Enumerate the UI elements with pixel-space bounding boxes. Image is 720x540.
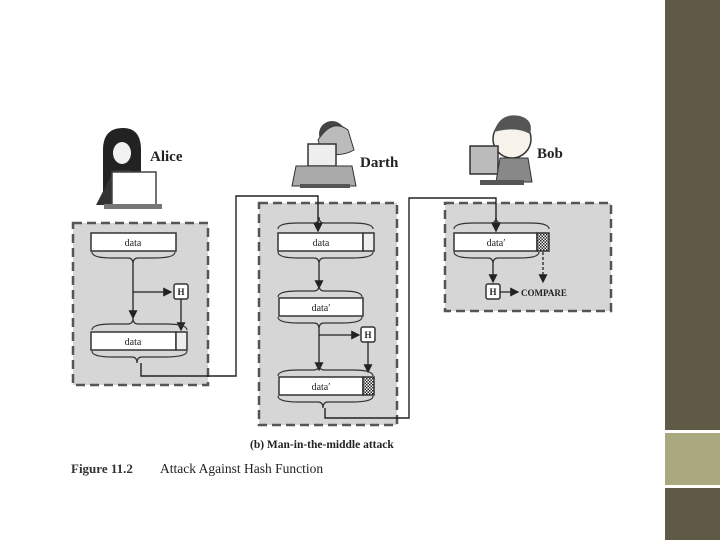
bob-received-text: data′ <box>487 238 506 249</box>
alice-label: Alice <box>150 149 183 165</box>
alice-illustration <box>96 128 162 209</box>
figure-title: Attack Against Hash Function <box>160 461 323 476</box>
alice-message-text: data <box>125 337 142 348</box>
subcaption: (b) Man-in-the-middle attack <box>250 439 394 451</box>
darth-label: Darth <box>360 155 399 171</box>
darth-forged-text: data′ <box>312 382 331 393</box>
side-bar-top-block <box>665 0 720 430</box>
darth-intercept-text: data <box>313 238 330 249</box>
darth-to-bob-line <box>324 197 501 419</box>
darth-illustration <box>291 121 357 188</box>
alice-hash-value <box>175 331 188 351</box>
compare-label: COMPARE <box>521 288 567 298</box>
bob-panel <box>443 201 613 313</box>
bob-illustration <box>469 115 533 185</box>
bob-label: Bob <box>537 146 563 162</box>
darth-modified-box <box>278 297 364 317</box>
alice-data-box <box>90 232 177 252</box>
bob-hash-text: H <box>489 287 496 297</box>
darth-intercept-hash <box>362 232 375 252</box>
alice-to-darth-line <box>140 195 323 377</box>
alice-hash-text: H <box>177 287 184 297</box>
side-bar-bottom-block <box>665 488 720 540</box>
alice-data-text: data <box>125 238 142 249</box>
figure-number: Figure 11.2 <box>71 461 133 476</box>
side-bar-middle-block <box>665 433 720 485</box>
darth-modified-text: data′ <box>312 303 331 314</box>
darth-forged-hash <box>362 376 375 396</box>
slide-side-bar <box>665 0 720 540</box>
darth-hash-text: H <box>364 330 371 340</box>
bob-received-hash <box>536 232 550 252</box>
